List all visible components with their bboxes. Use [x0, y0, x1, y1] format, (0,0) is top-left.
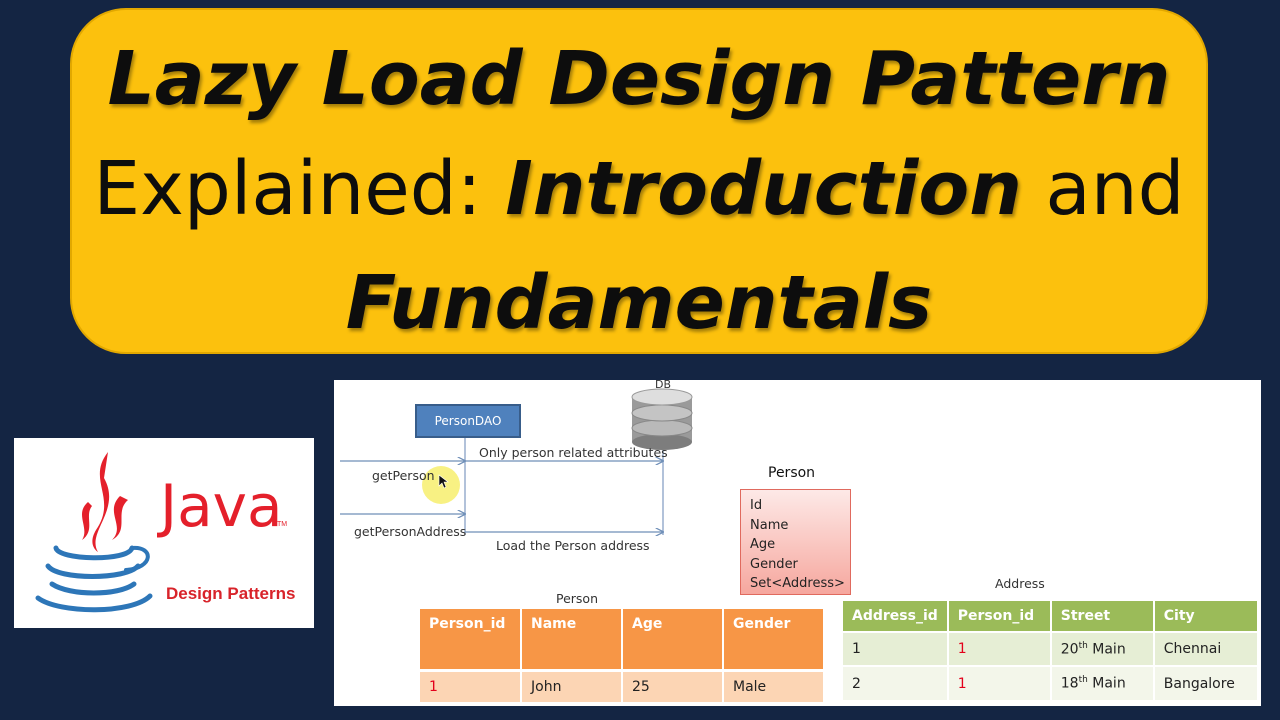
- call-1-label: getPerson: [372, 468, 435, 483]
- person-class-title: Person: [768, 465, 816, 481]
- call-2-label: getPersonAddress: [354, 524, 467, 539]
- class-attribute: Age: [750, 537, 776, 552]
- class-attribute: Name: [750, 517, 789, 533]
- table-header-cell: City: [1153, 601, 1257, 632]
- address-table: Address_id Person_id Street City 1 1 20t…: [843, 601, 1257, 700]
- street-number: 18: [1060, 675, 1079, 692]
- table-row: 2 1 18th Main Bangalore: [843, 665, 1257, 700]
- java-cup-icon: [35, 452, 153, 613]
- message-1-label: Only person related attributes: [479, 445, 668, 460]
- table-cell: 1: [947, 631, 1052, 666]
- table-header-cell: Gender: [723, 609, 823, 670]
- diagram-panel: DB PersonDAO Only person related attribu…: [334, 380, 1261, 706]
- class-attribute: Id: [750, 498, 763, 513]
- street-name: Main: [1087, 641, 1126, 658]
- table-cell: Bangalore: [1153, 665, 1257, 700]
- title-line-1: Lazy Load Design Pattern: [72, 42, 1206, 116]
- title-text-3: Fundamentals: [345, 260, 933, 346]
- table-cell: John: [521, 668, 623, 702]
- title-banner: Lazy Load Design Pattern Explained: Intr…: [70, 8, 1208, 354]
- table-row: 1 1 20th Main Chennai: [843, 631, 1257, 666]
- class-attribute: Set<Address>: [750, 576, 845, 591]
- title-line-3: Fundamentals: [72, 266, 1206, 340]
- table-cell: 1: [843, 631, 949, 666]
- table-row: 1 John 25 Male: [420, 668, 823, 702]
- mouse-cursor-icon: [438, 474, 449, 489]
- logo-brand: Java: [160, 472, 283, 540]
- table-header-cell: Person_id: [420, 609, 522, 670]
- logo-subtitle: Design Patterns: [166, 584, 296, 603]
- title-text-2a: Explained:: [93, 146, 506, 232]
- java-logo-box: [14, 438, 314, 628]
- table-cell: Chennai: [1153, 631, 1257, 666]
- street-suffix: th: [1078, 640, 1088, 651]
- table-header-cell: Name: [521, 609, 623, 670]
- person-dao-box: PersonDAO: [415, 404, 521, 438]
- db-label: DB: [655, 380, 672, 391]
- sequence-lines: [340, 388, 693, 706]
- cursor-highlight: [422, 466, 460, 504]
- title-text-1: Lazy Load Design Pattern: [107, 36, 1171, 122]
- street-name: Main: [1087, 675, 1126, 692]
- database-icon: [631, 388, 693, 450]
- title-text-2b: Introduction: [505, 146, 1022, 232]
- table-header-cell: Address_id: [843, 601, 949, 632]
- table-header-cell: Age: [622, 609, 724, 670]
- table-cell: 1: [947, 665, 1052, 700]
- table-cell: 25: [622, 668, 724, 702]
- table-header-cell: Street: [1050, 601, 1155, 632]
- logo-trademark: TM: [277, 521, 288, 528]
- table-header-cell: Person_id: [947, 601, 1052, 632]
- street-number: 20: [1060, 641, 1079, 658]
- message-2-label: Load the Person address: [496, 538, 650, 553]
- table-header-row: Person_id Name Age Gender: [420, 609, 823, 670]
- table-cell: 20th Main: [1050, 631, 1155, 666]
- person-class-box: Id Name Age Gender Set<Address>: [740, 489, 851, 595]
- person-table-caption: Person: [556, 591, 599, 606]
- table-header-row: Address_id Person_id Street City: [843, 601, 1257, 632]
- street-suffix: th: [1078, 675, 1088, 686]
- table-cell: Male: [723, 668, 823, 702]
- title-text-2c: and: [1021, 146, 1185, 232]
- table-cell: 1: [420, 668, 522, 702]
- address-table-caption: Address: [995, 576, 1045, 591]
- person-table: Person_id Name Age Gender 1 John 25 Male: [420, 609, 823, 702]
- class-attribute: Gender: [750, 556, 798, 572]
- table-cell: 2: [843, 665, 949, 700]
- table-cell: 18th Main: [1050, 665, 1155, 700]
- title-line-2: Explained: Introduction and: [72, 152, 1206, 226]
